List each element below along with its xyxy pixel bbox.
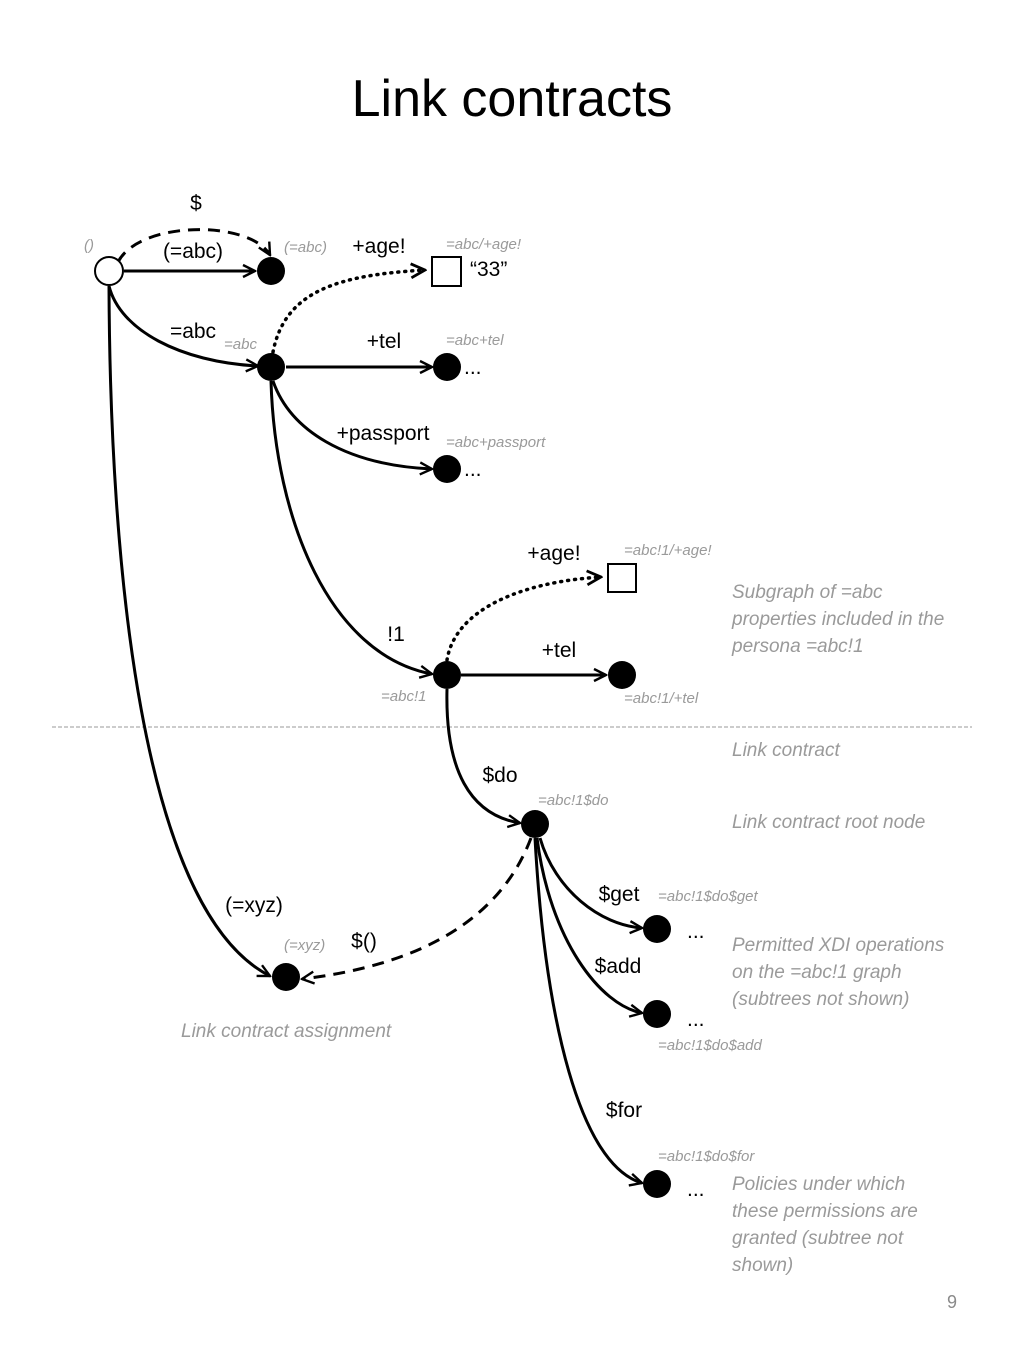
edge-eq-abc bbox=[107, 285, 258, 366]
page-number: 9 bbox=[947, 1292, 957, 1312]
note-permitted-line-3: (subtrees not shown) bbox=[732, 989, 909, 1010]
edge-label-do: $do bbox=[482, 764, 517, 787]
addr-abc1: =abc!1 bbox=[381, 688, 426, 705]
addr-paren-abc: (=abc) bbox=[284, 239, 327, 256]
ellipsis-for: ... bbox=[687, 1178, 705, 1201]
edge-label-dollar-paren: $() bbox=[351, 930, 377, 953]
addr-abc1-tel: =abc!1/+tel bbox=[624, 690, 699, 707]
node-paren-abc bbox=[257, 257, 285, 285]
ellipsis-add: ... bbox=[687, 1008, 705, 1031]
ellipsis-tel: ... bbox=[464, 356, 482, 379]
edge-paren-xyz bbox=[107, 285, 270, 978]
note-subgraph-line-1: Subgraph of =abc bbox=[732, 582, 883, 603]
addr-abc-age: =abc/+age! bbox=[446, 236, 522, 253]
node-abc1-do bbox=[521, 810, 549, 838]
note-policies-line-1: Policies under which bbox=[732, 1174, 905, 1195]
edge-label-paren-abc: (=abc) bbox=[163, 240, 223, 263]
edge-abc-passport bbox=[271, 380, 432, 469]
edge-dollar bbox=[116, 228, 270, 263]
edge-dollar-paren bbox=[302, 837, 533, 979]
edge-label-add: $add bbox=[595, 955, 642, 978]
addr-do-add: =abc!1$do$add bbox=[658, 1037, 763, 1054]
ellipsis-get: ... bbox=[687, 920, 705, 943]
note-subgraph-line-3: persona =abc!1 bbox=[731, 636, 864, 657]
note-policies-line-3: granted (subtree not bbox=[732, 1228, 904, 1249]
edge-label-age: +age! bbox=[352, 235, 405, 258]
edge-for bbox=[533, 837, 642, 1183]
addr-abc-passport: =abc+passport bbox=[446, 434, 546, 451]
edge-add bbox=[535, 837, 642, 1013]
note-subgraph-line-2: properties included in the bbox=[731, 609, 944, 630]
addr-do-get: =abc!1$do$get bbox=[658, 888, 759, 905]
edge-label-eq-abc: =abc bbox=[170, 320, 216, 343]
edge-label-abc1-age: +age! bbox=[527, 542, 580, 565]
node-abc bbox=[257, 353, 285, 381]
node-abc1 bbox=[433, 661, 461, 689]
edge-label-dollar: $ bbox=[190, 192, 202, 215]
addr-root: () bbox=[84, 237, 94, 254]
edge-label-tel: +tel bbox=[367, 330, 401, 353]
edge-get bbox=[538, 837, 642, 928]
addr-xyz: (=xyz) bbox=[284, 937, 325, 954]
literal-value: “33” bbox=[470, 258, 507, 281]
edge-label-passport: +passport bbox=[337, 422, 430, 445]
addr-abc-tel: =abc+tel bbox=[446, 332, 504, 349]
node-do-for bbox=[643, 1170, 671, 1198]
edge-label-paren-xyz: (=xyz) bbox=[225, 894, 283, 917]
edge-label-bang1: !1 bbox=[387, 623, 405, 646]
ellipsis-passport: ... bbox=[464, 458, 482, 481]
edge-abc-bang1 bbox=[269, 380, 432, 674]
literal-node-abc-age bbox=[431, 256, 462, 287]
node-do-add bbox=[643, 1000, 671, 1028]
node-do-get bbox=[643, 915, 671, 943]
note-assignment: Link contract assignment bbox=[181, 1021, 392, 1042]
edge-abc-age bbox=[271, 270, 425, 354]
note-link-contract: Link contract bbox=[732, 740, 840, 761]
page-title: Link contracts bbox=[352, 70, 673, 128]
addr-abc1-do: =abc!1$do bbox=[538, 792, 608, 809]
node-abc-tel bbox=[433, 353, 461, 381]
edge-label-abc1-tel: +tel bbox=[542, 639, 576, 662]
note-permitted-line-2: on the =abc!1 graph bbox=[732, 962, 902, 983]
addr-abc1-age: =abc!1/+age! bbox=[624, 542, 712, 559]
note-policies-line-2: these permissions are bbox=[732, 1201, 918, 1222]
edge-abc1-age bbox=[445, 577, 601, 662]
root-node bbox=[94, 256, 124, 286]
node-abc1-tel bbox=[608, 661, 636, 689]
addr-do-for: =abc!1$do$for bbox=[658, 1148, 755, 1165]
addr-abc: =abc bbox=[224, 336, 257, 353]
node-abc-passport bbox=[433, 455, 461, 483]
node-xyz bbox=[272, 963, 300, 991]
literal-node-abc1-age bbox=[607, 563, 637, 593]
note-root-node: Link contract root node bbox=[732, 812, 925, 833]
note-permitted-line-1: Permitted XDI operations bbox=[732, 935, 945, 956]
edge-label-get: $get bbox=[599, 883, 640, 906]
edge-do bbox=[445, 688, 520, 823]
edge-label-for: $for bbox=[606, 1099, 642, 1122]
note-policies-line-4: shown) bbox=[732, 1255, 793, 1276]
